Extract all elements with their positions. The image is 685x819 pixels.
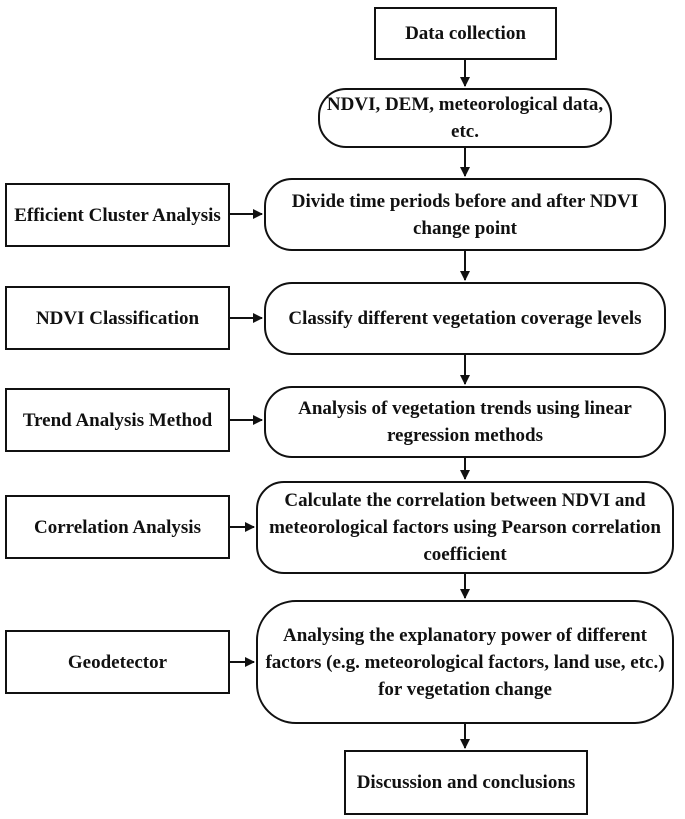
ndvi-classification-box: NDVI Classification bbox=[5, 286, 230, 350]
geodetector-box: Geodetector bbox=[5, 630, 230, 694]
data-collection-label: Data collection bbox=[405, 23, 526, 44]
data-collection-box: Data collection bbox=[374, 7, 557, 60]
divide-periods-box: Divide time periods before and after NDV… bbox=[264, 178, 666, 251]
ndvi-data-label: NDVI, DEM, meteorological data, etc. bbox=[326, 94, 604, 142]
cluster-analysis-label: Efficient Cluster Analysis bbox=[14, 204, 221, 226]
trend-method-label: Trend Analysis Method bbox=[22, 409, 213, 431]
explanatory-power-box: Analysing the explanatory power of diffe… bbox=[256, 600, 674, 724]
classify-levels-label: Classify different vegetation coverage l… bbox=[288, 308, 642, 329]
correlation-analysis-box: Correlation Analysis bbox=[5, 495, 230, 559]
trend-method-box: Trend Analysis Method bbox=[5, 388, 230, 452]
cluster-analysis-box: Efficient Cluster Analysis bbox=[5, 183, 230, 247]
trend-analysis-box: Analysis of vegetation trends using line… bbox=[264, 386, 666, 458]
discussion-box: Discussion and conclusions bbox=[344, 750, 588, 815]
correlation-calc-box: Calculate the correlation between NDVI a… bbox=[256, 481, 674, 574]
correlation-analysis-label: Correlation Analysis bbox=[34, 516, 201, 538]
discussion-label: Discussion and conclusions bbox=[356, 772, 576, 793]
ndvi-data-box: NDVI, DEM, meteorological data, etc. bbox=[318, 88, 612, 148]
explanatory-power-label: Analysing the explanatory power of diffe… bbox=[265, 624, 665, 700]
geodetector-label: Geodetector bbox=[67, 651, 168, 673]
trend-analysis-label: Analysis of vegetation trends using line… bbox=[298, 398, 632, 446]
ndvi-classification-label: NDVI Classification bbox=[35, 307, 200, 329]
classify-levels-box: Classify different vegetation coverage l… bbox=[264, 282, 666, 355]
divide-periods-label: Divide time periods before and after NDV… bbox=[291, 190, 639, 239]
correlation-calc-label: Calculate the correlation between NDVI a… bbox=[269, 490, 661, 565]
